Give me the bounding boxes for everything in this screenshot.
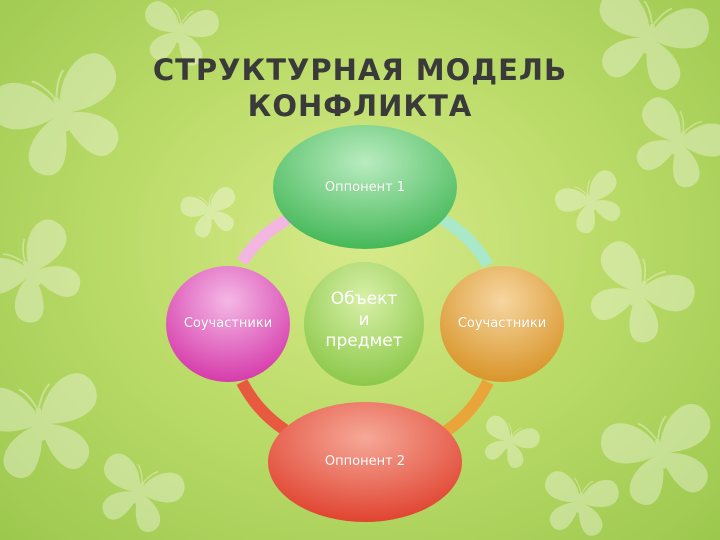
node-opponent-1 [273,125,457,249]
label-opponent-2: Оппонент 2 [324,454,406,469]
center-line-2: и [358,310,370,330]
arc-bottom-right [441,379,494,437]
label-opponent-1: Оппонент 1 [324,180,406,195]
center-line-3: предмет [325,331,403,351]
node-participants-left [166,266,290,382]
title-line-1: СТРУКТУРНАЯ МОДЕЛЬ [152,53,568,87]
label-center: Объект и предмет [305,289,423,352]
arc-top-right [436,212,494,269]
node-participants-right [440,266,564,382]
arc-bottom-left [236,379,289,435]
arc-top-left [236,212,293,266]
label-participants-right: Соучастники [457,316,547,331]
page-title: СТРУКТУРНАЯ МОДЕЛЬ КОНФЛИКТА [60,52,660,124]
title-line-2: КОНФЛИКТА [247,89,473,123]
label-participants-left: Соучастники [183,316,273,331]
center-line-1: Объект [330,289,398,309]
node-opponent-2 [268,402,462,522]
node-center [304,262,424,386]
